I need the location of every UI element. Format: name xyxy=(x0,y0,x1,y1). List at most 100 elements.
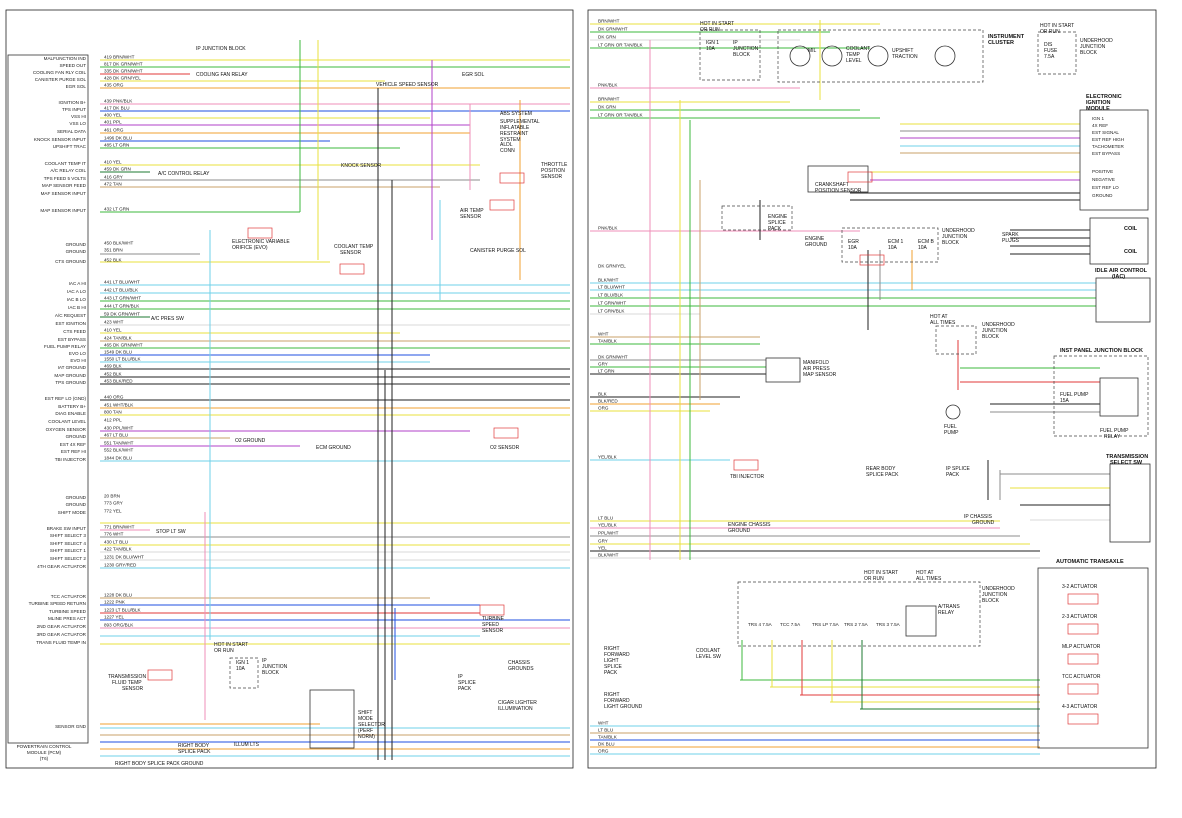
wire-label: 1222 PNK xyxy=(104,600,126,605)
wire-label: 453 BLK/RED xyxy=(104,379,133,384)
right-wire-label: LT GRN/BLK xyxy=(598,309,625,314)
svg-text:TRACTION: TRACTION xyxy=(892,54,918,60)
fuel-pump: FUEL PUMP xyxy=(944,404,961,436)
svg-text:7.5A: 7.5A xyxy=(1044,54,1055,60)
actuator-label: TCC ACTUATOR xyxy=(1062,674,1101,680)
wire-label: 485 LT GRN xyxy=(104,143,129,148)
right-wire-label: BLK/RED xyxy=(598,399,618,404)
svg-text:RIGHT: RIGHT xyxy=(604,646,620,652)
pcm-pin-label: GROUND xyxy=(66,434,87,439)
svg-text:STOP LT SW: STOP LT SW xyxy=(156,529,186,535)
pcm-pin-label: BRAKE SW INPUT xyxy=(47,526,87,531)
wire-label: 1223 LT BLU/BLK xyxy=(104,608,142,613)
ip-junction-block-bottom: HOT IN START OR RUN IGN 1 10A IP JUNCTIO… xyxy=(214,642,288,689)
svg-text:RESTRAINT: RESTRAINT xyxy=(500,131,528,137)
svg-text:RIGHT: RIGHT xyxy=(604,692,620,698)
svg-text:BLOCK: BLOCK xyxy=(982,598,1000,604)
svg-text:PACK: PACK xyxy=(458,686,472,692)
svg-text:POSITION SENSOR: POSITION SENSOR xyxy=(815,188,862,194)
pcm-pin-label: TPS INPUT xyxy=(62,107,86,112)
svg-text:CANISTER PURGE SOL: CANISTER PURGE SOL xyxy=(470,248,526,254)
actuator-label: MLP ACTUATOR xyxy=(1062,644,1101,650)
wire-label: 1496 DK BLU xyxy=(104,136,132,141)
component-symbol xyxy=(247,227,273,239)
svg-text:JUNCTION: JUNCTION xyxy=(733,46,759,52)
svg-text:LIGHT: LIGHT xyxy=(604,658,619,664)
svg-text:OR RUN: OR RUN xyxy=(214,648,234,654)
svg-text:BLOCK: BLOCK xyxy=(733,52,751,58)
pcm-pin-label: EVO LO xyxy=(69,351,87,356)
svg-text:IP: IP xyxy=(262,658,267,664)
wire-label: 422 TAN/BLK xyxy=(104,547,133,552)
svg-text:MODE: MODE xyxy=(358,716,374,722)
svg-text:ENGINE: ENGINE xyxy=(805,236,825,242)
svg-text:CLUSTER: CLUSTER xyxy=(988,40,1014,46)
wire-label: 465 DK GRN/WHT xyxy=(104,343,143,348)
svg-text:ALL TIMES: ALL TIMES xyxy=(916,576,942,582)
eim-pin-label: NEGATIVE xyxy=(1092,177,1115,182)
component-symbol xyxy=(733,459,759,471)
component-symbol xyxy=(847,171,873,183)
pcm-pin-label: COOLANT TEMP IT xyxy=(45,161,87,166)
right-wire-label: DK GRN xyxy=(598,105,616,110)
svg-text:IP CHASSIS: IP CHASSIS xyxy=(964,514,993,520)
pcm-pin-label: BATTERY B+ xyxy=(58,404,86,409)
eim-pin-label: EST SIGNAL xyxy=(1092,130,1119,135)
svg-text:ECM 1: ECM 1 xyxy=(888,239,904,245)
svg-text:RIGHT BODY SPLICE PACK GROUND: RIGHT BODY SPLICE PACK GROUND xyxy=(115,761,204,767)
svg-text:UNDERHOOD: UNDERHOOD xyxy=(1080,38,1113,44)
svg-text:TRANSMISSION: TRANSMISSION xyxy=(108,674,146,680)
svg-text:O2 SENSOR: O2 SENSOR xyxy=(490,445,520,451)
pcm-pin-label: SHIFT SELECT 3 xyxy=(50,533,87,538)
svg-text:FUEL PUMP: FUEL PUMP xyxy=(1060,392,1089,398)
right-wire-label: DK GRN/WHT xyxy=(598,355,628,360)
svg-text:IP: IP xyxy=(458,674,463,680)
svg-text:PACK: PACK xyxy=(768,226,782,232)
pcm-pin-label: CTS GROUND xyxy=(55,259,87,264)
svg-text:PUMP: PUMP xyxy=(944,430,959,436)
actuator-coil xyxy=(1067,683,1099,695)
left-page-components: IP JUNCTION BLOCK COOLING FAN RELAY VEHI… xyxy=(108,46,995,767)
right-wire-label: PNK/BLK xyxy=(598,226,618,231)
svg-text:ALL TIMES: ALL TIMES xyxy=(930,320,956,326)
svg-text:PLUGS: PLUGS xyxy=(1002,238,1020,244)
wire-label: 771 BRN/WHT xyxy=(104,525,135,530)
pcm-pin-label: COOLING FAN RLY COIL xyxy=(33,70,87,75)
wire-label: 423 WHT xyxy=(104,320,124,325)
svg-text:ORIFICE (EVO): ORIFICE (EVO) xyxy=(232,245,268,251)
pcm-pin-label: COOLANT LEVEL xyxy=(48,419,86,424)
transmission-select-switch: TRANSMISSION SELECT SW xyxy=(1106,454,1151,543)
svg-text:IP SPLICE: IP SPLICE xyxy=(946,466,970,472)
right-wire-label: YEL xyxy=(598,546,607,551)
pcm-pin-label: EVO HI xyxy=(70,358,86,363)
trans-fuse-block: HOT IN START OR RUN HOT AT ALL TIMES UND… xyxy=(737,570,1015,647)
svg-text:INFLATABLE: INFLATABLE xyxy=(500,125,530,131)
wire-label: 472 TAN xyxy=(104,182,122,187)
pcm-pin-label: IAC A LO xyxy=(67,289,86,294)
svg-text:FORWARD: FORWARD xyxy=(604,698,630,704)
right-wire-label: DK GRN/YEL xyxy=(598,264,626,269)
svg-text:ECM GROUND: ECM GROUND xyxy=(316,445,351,451)
svg-text:ABS SYSTEM: ABS SYSTEM xyxy=(500,111,532,117)
svg-text:INST PANEL JUNCTION BLOCK: INST PANEL JUNCTION BLOCK xyxy=(1060,348,1143,354)
svg-text:SENSOR: SENSOR xyxy=(460,214,482,220)
pcm-pin-label: EST REF HI xyxy=(61,449,86,454)
trans-fuse-label: TCC 7.5A xyxy=(780,622,801,627)
pcm-pin-label: SHIFT SELECT 1 xyxy=(50,548,87,553)
wire-label: 351 BRN xyxy=(104,248,123,253)
wire-label: 410 YEL xyxy=(104,328,122,333)
svg-text:SYSTEM: SYSTEM xyxy=(500,137,521,143)
svg-text:IP: IP xyxy=(733,40,738,46)
right-wire-label: GRY xyxy=(598,539,608,544)
right-wire-label: DK GRN/WHT xyxy=(598,27,628,32)
svg-text:10A: 10A xyxy=(888,245,898,251)
wire-label: 1550 LT BLU/BLK xyxy=(104,357,142,362)
pcm-pin-label: TPS FEED 5 VOLTS xyxy=(44,176,86,181)
wire-label: 1227 YEL xyxy=(104,615,125,620)
svg-text:REAR BODY: REAR BODY xyxy=(866,466,896,472)
pcm-pin-label: 3RD GEAR ACTUATOR xyxy=(37,632,87,637)
svg-text:LIGHT GROUND: LIGHT GROUND xyxy=(604,704,643,710)
svg-text:JUNCTION: JUNCTION xyxy=(982,592,1008,598)
right-wire-label: GRY xyxy=(598,362,608,367)
